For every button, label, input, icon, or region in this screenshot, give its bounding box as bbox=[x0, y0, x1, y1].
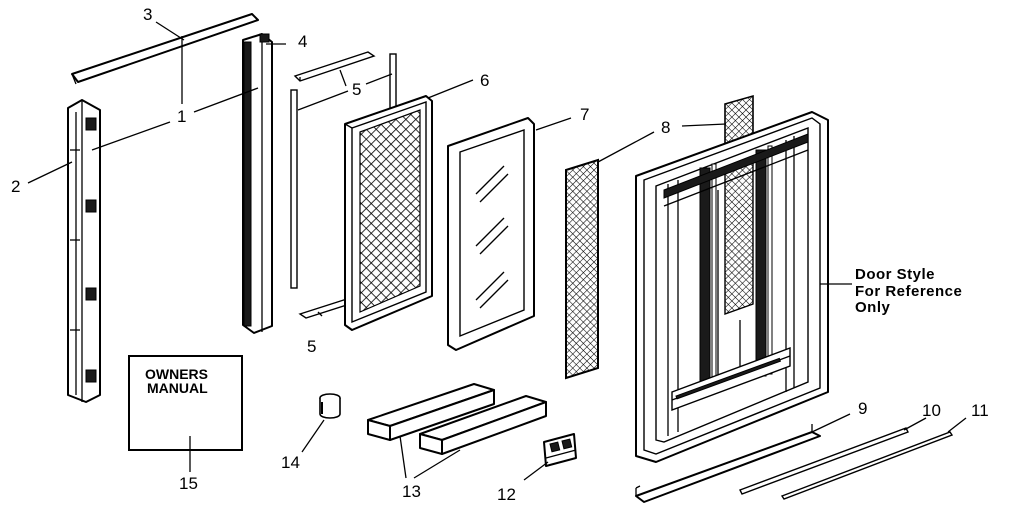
part-3-top-channel bbox=[71, 13, 259, 85]
glass-reflection-marks bbox=[475, 165, 509, 309]
part-2-hinge-rail bbox=[67, 99, 101, 403]
part-12-latch-bracket bbox=[543, 433, 577, 467]
callout-10: 10 bbox=[922, 401, 941, 420]
callout-5-bottom: 5 bbox=[307, 337, 316, 356]
part-15-owners-manual: OWNERS MANUAL bbox=[128, 355, 243, 451]
part-7-glass-panel bbox=[447, 117, 535, 351]
callout-6: 6 bbox=[480, 71, 489, 90]
part-8-mesh-screen bbox=[565, 158, 599, 380]
callout-8: 8 bbox=[661, 118, 670, 137]
manual-line-2: MANUAL bbox=[147, 380, 208, 396]
door-note-line-3: Only bbox=[855, 299, 890, 316]
part-6-screen-panel bbox=[344, 95, 433, 331]
door-note-line-2: For Reference bbox=[855, 283, 962, 300]
part-13-blocks bbox=[367, 383, 547, 455]
door-style-note: Door Style For Reference Only bbox=[855, 266, 962, 316]
part-9-sill bbox=[635, 424, 821, 503]
part-5-top-strip bbox=[293, 51, 376, 82]
part-4-latch-rail bbox=[242, 33, 273, 334]
part-14-cap bbox=[319, 393, 341, 419]
part-11-thin-strip bbox=[780, 431, 954, 500]
part-10-sweep-strip bbox=[739, 427, 909, 495]
door-note-line-1: Door Style bbox=[855, 266, 935, 283]
callout-3: 3 bbox=[143, 5, 152, 24]
callout-15: 15 bbox=[179, 474, 198, 493]
callout-2: 2 bbox=[11, 177, 20, 196]
callout-5-top: 5 bbox=[352, 80, 361, 99]
callout-9: 9 bbox=[858, 399, 867, 418]
callout-14: 14 bbox=[281, 453, 300, 472]
leader-lines bbox=[27, 21, 967, 481]
callout-labels: 3 1 2 4 5 6 7 5 8 9 10 11 12 13 14 15 bbox=[11, 5, 989, 504]
callout-1: 1 bbox=[177, 107, 186, 126]
callout-7: 7 bbox=[580, 105, 589, 124]
manual-line-1: OWNERS bbox=[145, 366, 208, 382]
callout-12: 12 bbox=[497, 485, 516, 504]
callout-11: 11 bbox=[971, 401, 989, 420]
callout-13: 13 bbox=[402, 482, 421, 501]
callout-4: 4 bbox=[298, 32, 307, 51]
assembled-door-reference bbox=[635, 94, 829, 463]
